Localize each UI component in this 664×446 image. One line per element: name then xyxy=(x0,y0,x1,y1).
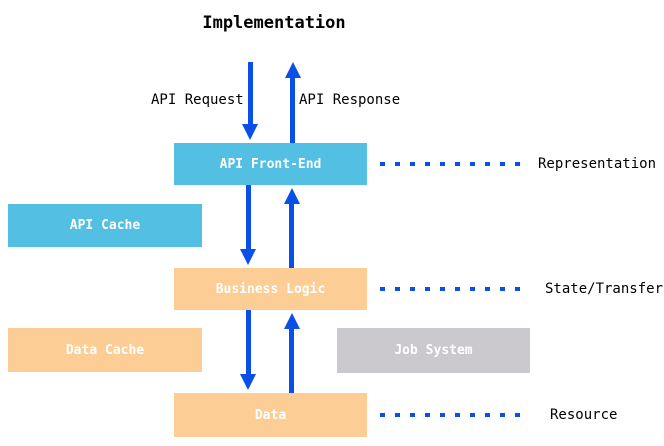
api-cache-box: API Cache xyxy=(8,204,202,247)
job-system-box-label: Job System xyxy=(394,343,473,358)
api-response-arrowhead-icon xyxy=(285,62,301,78)
api-request-arrowhead-icon xyxy=(242,124,258,140)
state-transfer-dash-line xyxy=(380,287,520,291)
state-transfer-label: State/Transfer xyxy=(545,281,664,297)
logic-to-data-arrowhead-icon xyxy=(240,374,256,390)
frontend-to-logic-arrow-line xyxy=(246,185,251,249)
diagram-title: Implementation xyxy=(202,13,346,33)
frontend-to-logic-arrowhead-icon xyxy=(240,249,256,265)
api-cache-box-label: API Cache xyxy=(69,218,141,233)
logic-to-data-arrow-line xyxy=(246,308,251,374)
data-to-logic-arrowhead-icon xyxy=(284,313,300,329)
api-request-label: API Request xyxy=(151,92,244,108)
api-front-end-box: API Front-End xyxy=(174,143,367,185)
representation-dash-line xyxy=(380,162,520,166)
representation-label: Representation xyxy=(538,156,657,172)
data-to-logic-arrow-line xyxy=(289,329,294,393)
api-request-arrow-line xyxy=(248,62,253,124)
logic-to-frontend-arrowhead-icon xyxy=(284,188,300,204)
logic-to-frontend-arrow-line xyxy=(289,204,294,268)
api-front-end-box-label: API Front-End xyxy=(219,156,322,172)
data-box-label: Data xyxy=(254,407,287,423)
resource-label: Resource xyxy=(550,407,618,423)
business-logic-box: Business Logic xyxy=(174,268,367,310)
job-system-box: Job System xyxy=(337,328,530,373)
data-cache-box-label: Data Cache xyxy=(65,342,145,358)
api-response-arrow-line xyxy=(290,78,295,143)
api-response-label: API Response xyxy=(299,92,401,108)
data-box: Data xyxy=(174,393,367,437)
resource-dash-line xyxy=(380,413,520,417)
business-logic-box-label: Business Logic xyxy=(215,281,326,297)
data-cache-box: Data Cache xyxy=(8,328,202,372)
